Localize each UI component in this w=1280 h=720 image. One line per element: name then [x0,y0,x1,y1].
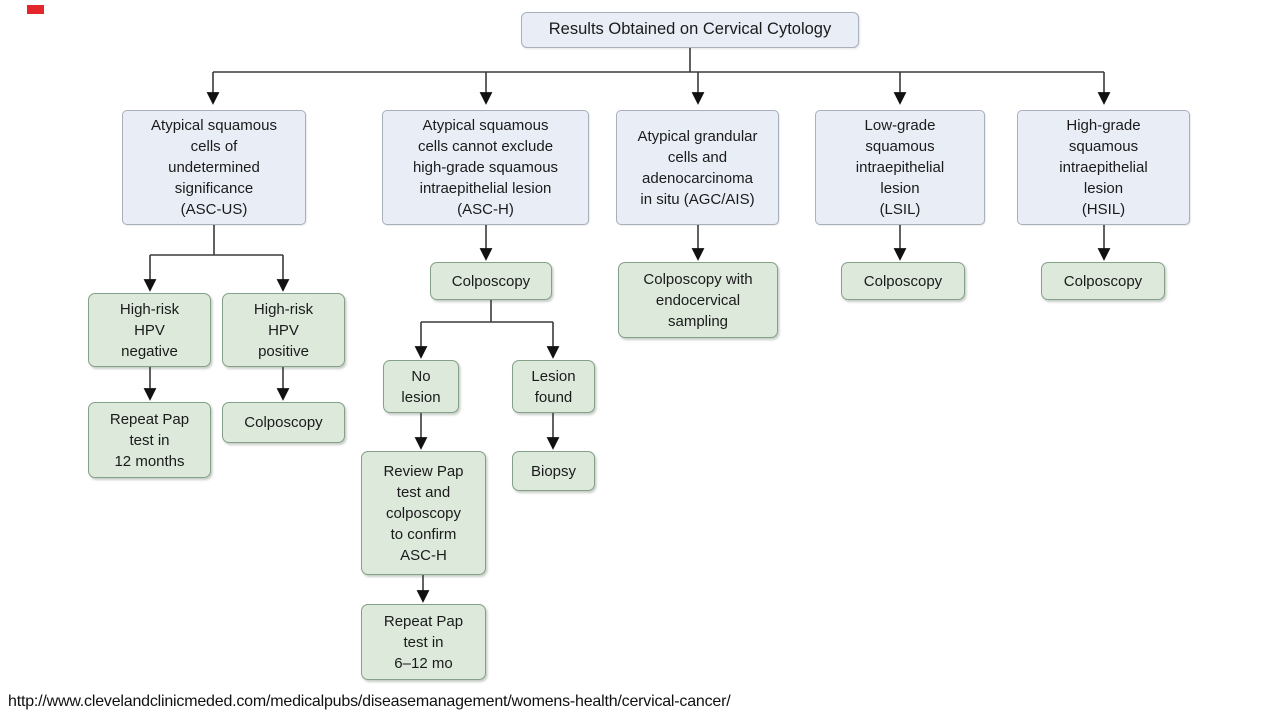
node-biopsy: Biopsy [512,451,595,491]
node-review-pap-confirm: Review Pap test and colposcopy to confir… [361,451,486,575]
node-repeat-pap-6-12-mo: Repeat Pap test in 6–12 mo [361,604,486,680]
node-lsil: Low-grade squamous intraepithelial lesio… [815,110,985,225]
node-agc-ais: Atypical grandular cells and adenocarcin… [616,110,779,225]
node-hpv-negative: High-risk HPV negative [88,293,211,367]
node-colposcopy-lsil: Colposcopy [841,262,965,300]
red-accent-mark [27,5,44,14]
node-no-lesion: No lesion [383,360,459,413]
node-colposcopy-hsil: Colposcopy [1041,262,1165,300]
page-title: Results Obtained on Cervical Cytology [521,12,859,48]
node-repeat-pap-12-months: Repeat Pap test in 12 months [88,402,211,478]
node-colposcopy-asc-h: Colposcopy [430,262,552,300]
source-url: http://www.clevelandclinicmeded.com/medi… [8,693,731,710]
node-asc-us: Atypical squamous cells of undetermined … [122,110,306,225]
node-asc-h: Atypical squamous cells cannot exclude h… [382,110,589,225]
node-lesion-found: Lesion found [512,360,595,413]
node-hpv-positive: High-risk HPV positive [222,293,345,367]
node-hsil: High-grade squamous intraepithelial lesi… [1017,110,1190,225]
node-colposcopy-endocervical: Colposcopy with endocervical sampling [618,262,778,338]
node-colposcopy-hpv-positive: Colposcopy [222,402,345,443]
